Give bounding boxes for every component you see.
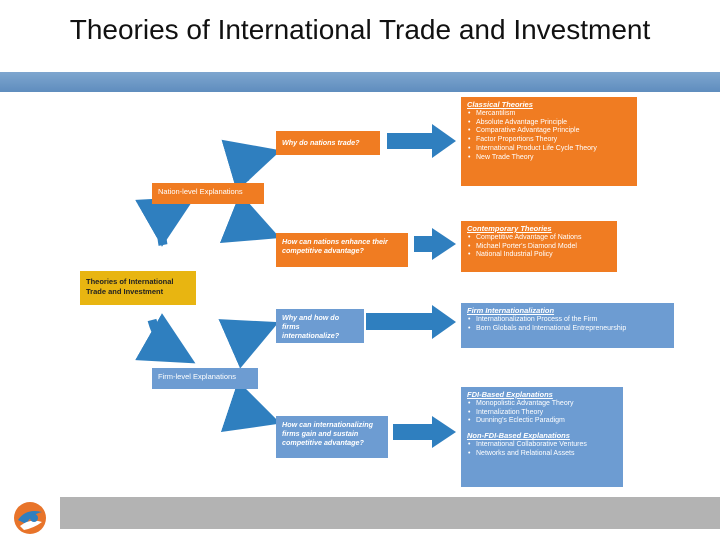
- bottom-band: [60, 497, 720, 529]
- curved-arrow-icon: [221, 139, 281, 192]
- list-item: International Product Life Cycle Theory: [468, 145, 631, 154]
- root-box: Theories of International Trade and Inve…: [80, 271, 196, 305]
- top-band: [0, 72, 720, 92]
- question-3-label: Why and how do firms internationalize?: [282, 313, 340, 340]
- contemporary-theories-heading: Contemporary Theories: [467, 224, 552, 233]
- classical-theories-list: Mercantilism Absolute Advantage Principl…: [467, 110, 631, 162]
- curved-arrow-icon: [135, 313, 196, 364]
- list-item: International Collaborative Ventures: [468, 441, 617, 450]
- classical-theories-heading: Classical Theories: [467, 100, 533, 109]
- list-item: Internalization Theory: [468, 409, 617, 418]
- list-item: Internationalization Process of the Firm: [468, 316, 668, 325]
- list-item: Dunning's Eclectic Paradigm: [468, 417, 617, 426]
- question-box-3: Why and how do firms internationalize?: [276, 309, 364, 343]
- curved-arrow-icon: [218, 319, 279, 369]
- right-arrow-icon: [414, 228, 456, 260]
- logo-icon: [14, 502, 46, 534]
- firm-level-box: Firm-level Explanations: [152, 368, 258, 389]
- firm-level-label: Firm-level Explanations: [158, 372, 236, 381]
- non-fdi-explanations-heading: Non-FDI-Based Explanations: [467, 431, 570, 441]
- right-arrow-icon: [387, 124, 456, 158]
- contemporary-theories-panel: Contemporary Theories Competitive Advant…: [461, 221, 617, 272]
- fdi-explanations-panel: FDI-Based Explanations Monopolistic Adva…: [461, 387, 623, 487]
- list-item: Mercantilism: [468, 110, 631, 119]
- list-item: Competitive Advantage of Nations: [468, 234, 611, 243]
- firm-internationalization-heading: Firm Internationalization: [467, 306, 555, 315]
- question-4-label: How can internationalizing firms gain an…: [282, 420, 374, 447]
- question-box-1: Why do nations trade?: [276, 131, 380, 155]
- list-item: Born Globals and International Entrepren…: [468, 325, 668, 334]
- curved-arrow-icon: [135, 196, 196, 247]
- page-title: Theories of International Trade and Inve…: [69, 14, 651, 45]
- list-item: National Industrial Policy: [468, 251, 611, 260]
- curved-arrow-icon: [219, 192, 281, 244]
- question-2-label: How can nations enhance their competitiv…: [282, 237, 388, 255]
- question-box-2: How can nations enhance their competitiv…: [276, 233, 408, 267]
- list-item: Michael Porter's Diamond Model: [468, 243, 611, 252]
- firm-internationalization-list: Internationalization Process of the Firm…: [467, 316, 668, 333]
- list-item: Absolute Advantage Principle: [468, 119, 631, 128]
- right-arrow-icon: [393, 416, 456, 448]
- question-box-4: How can internationalizing firms gain an…: [276, 416, 388, 458]
- list-item: Monopolistic Advantage Theory: [468, 400, 617, 409]
- classical-theories-panel: Classical Theories Mercantilism Absolute…: [461, 97, 637, 186]
- firm-internationalization-panel: Firm Internationalization Internationali…: [461, 303, 674, 348]
- nation-level-label: Nation-level Explanations: [158, 187, 243, 196]
- list-item: Factor Proportions Theory: [468, 136, 631, 145]
- list-item: Comparative Advantage Principle: [468, 127, 631, 136]
- list-item: New Trade Theory: [468, 154, 631, 163]
- fdi-explanations-heading: FDI-Based Explanations: [467, 390, 553, 399]
- non-fdi-explanations-list: International Collaborative Ventures Net…: [467, 441, 617, 458]
- root-box-label: Theories of International Trade and Inve…: [86, 277, 174, 296]
- list-item: Networks and Relational Assets: [468, 450, 617, 459]
- contemporary-theories-list: Competitive Advantage of Nations Michael…: [467, 234, 611, 260]
- curved-arrow-icon: [220, 380, 281, 433]
- question-1-label: Why do nations trade?: [282, 138, 360, 147]
- fdi-explanations-list: Monopolistic Advantage Theory Internaliz…: [467, 400, 617, 426]
- nation-level-box: Nation-level Explanations: [152, 183, 264, 204]
- right-arrow-icon: [366, 305, 456, 339]
